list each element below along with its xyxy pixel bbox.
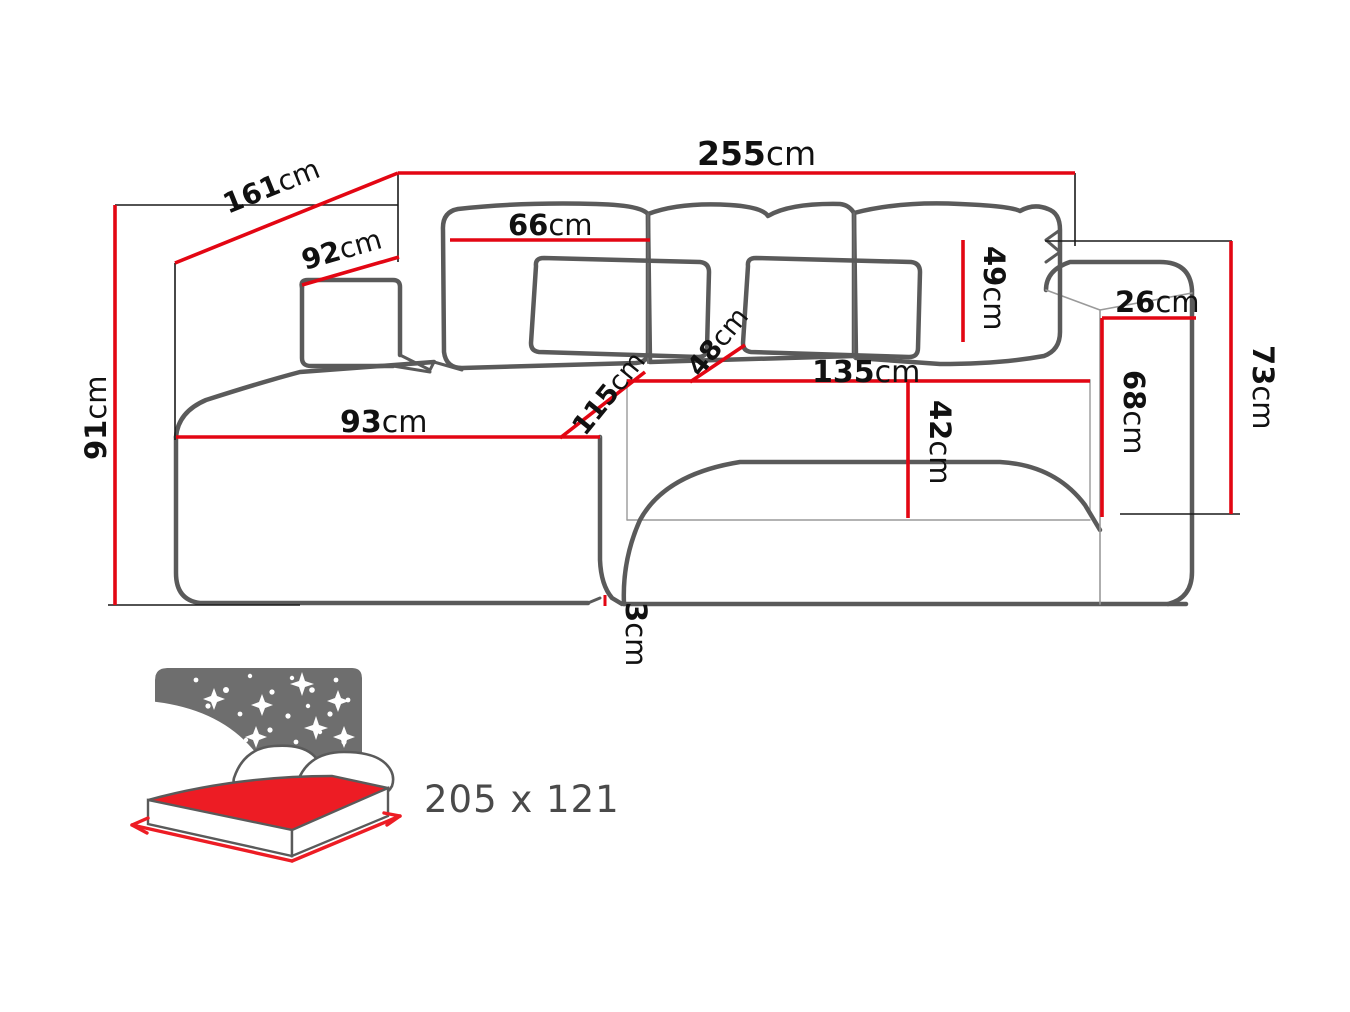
chaise-bottom-right-stub [586, 596, 602, 605]
back-cushion-left [440, 201, 651, 371]
label-135: 135cm [812, 355, 920, 390]
dimline-92 [301, 255, 400, 287]
label-73: 73cm [1246, 345, 1280, 430]
label-255: 255cm [697, 134, 816, 173]
bed-arrow-length-line [290, 814, 402, 863]
seat-front-roll [621, 459, 1103, 607]
back-cushion-middle [645, 201, 857, 365]
right-armrest-top-inner [1099, 292, 1193, 311]
mattress-side-right [290, 786, 390, 858]
chaise-arm-top-edge [299, 277, 403, 358]
sleeping-area-label: 205 x 121 [424, 778, 620, 821]
label-42: 42cm [923, 400, 957, 485]
label-26: 26cm [1115, 285, 1200, 319]
throw-pillow-left [528, 255, 712, 360]
sleeping-function-icon: 205 x 121 [130, 668, 620, 863]
chaise-arm-right-edge [398, 353, 436, 372]
mattress-top-outline [147, 774, 389, 802]
mattress-icon [146, 774, 390, 858]
dimline-115 [558, 370, 647, 440]
label-91: 91cm [79, 375, 113, 460]
extension-lines-group [108, 173, 1240, 606]
bed-dimension-arrows [130, 811, 402, 863]
chaise-arm-front-face [299, 284, 396, 369]
dimline-161 [174, 171, 399, 265]
dimension-lines-group [113, 171, 1233, 606]
label-93: 93cm [340, 405, 427, 440]
dimline-48 [688, 343, 747, 384]
sofa-outline-group [173, 201, 1195, 607]
bed-arrow-right-head [382, 811, 402, 827]
chaise-base-left [173, 434, 591, 606]
chaise-front-right-edge [597, 434, 625, 607]
label-49: 49cm [977, 246, 1011, 331]
label-68: 68cm [1117, 370, 1151, 455]
throw-pillow-right [740, 255, 923, 360]
back-cushion-right [851, 201, 1063, 367]
chaise-arm-lower-edge [391, 364, 432, 374]
bed-arrow-width-line [130, 823, 294, 863]
label-3: 3cm [619, 602, 653, 666]
armrest-notch [1044, 228, 1062, 264]
chaise-seat-top [173, 359, 437, 440]
bed-arrow-left-head [130, 816, 150, 835]
label-66: 66cm [508, 208, 593, 242]
right-armrest-outer [1043, 259, 1195, 607]
